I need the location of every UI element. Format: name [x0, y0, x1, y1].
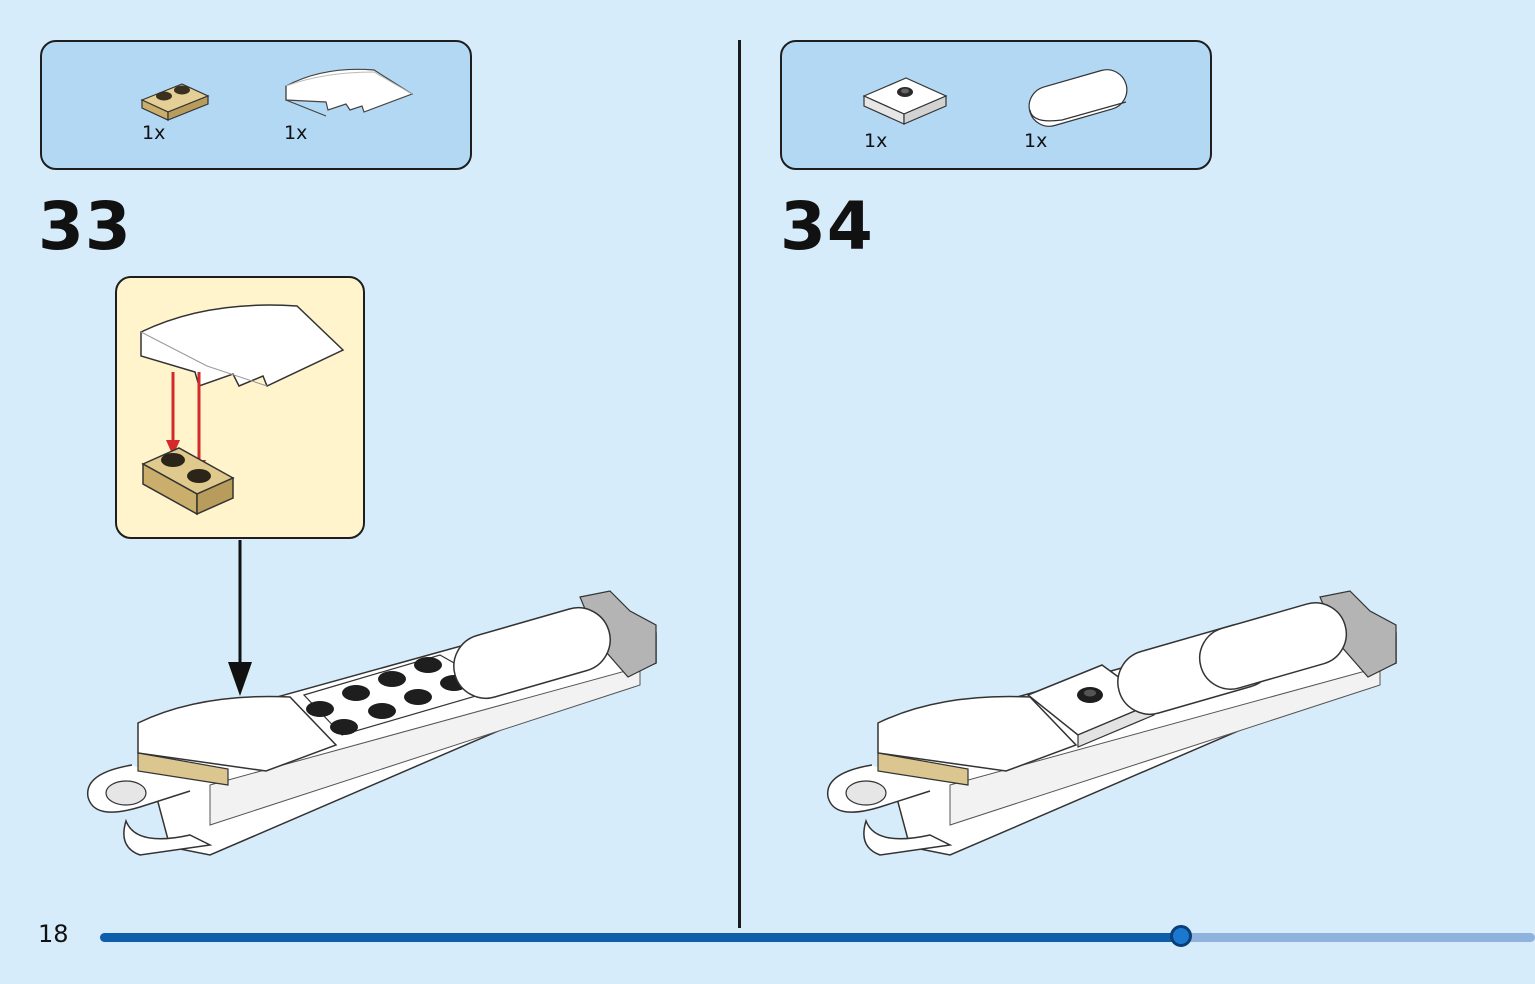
part-qty: 1x — [1024, 130, 1048, 152]
progress-track — [100, 925, 1535, 947]
model-assembly-step-33 — [87, 590, 657, 856]
page-divider — [738, 40, 741, 928]
white-curved-slope-icon — [140, 304, 345, 388]
white-jumper-plate-icon — [862, 77, 948, 125]
progress-fill — [100, 933, 1181, 942]
progress-marker — [1169, 925, 1192, 947]
step-number: 34 — [780, 188, 874, 265]
tan-plate-1x2-icon — [141, 447, 235, 516]
step-number: 33 — [38, 188, 132, 265]
parts-list-box-step-33: 1x 1x — [40, 40, 472, 170]
part-qty: 1x — [864, 130, 888, 152]
model-assembly-step-34 — [827, 590, 1397, 856]
white-rounded-tile-icon — [1028, 69, 1128, 127]
sub-assembly-callout — [115, 276, 365, 539]
page-number: 18 — [38, 920, 69, 948]
tan-plate-1x2-icon — [140, 83, 210, 121]
parts-list-box-step-34: 1x 1x — [780, 40, 1212, 170]
white-curved-slope-icon — [285, 68, 414, 117]
part-qty: 1x — [284, 122, 308, 144]
part-qty: 1x — [142, 122, 166, 144]
assembly-arrow — [228, 540, 252, 696]
